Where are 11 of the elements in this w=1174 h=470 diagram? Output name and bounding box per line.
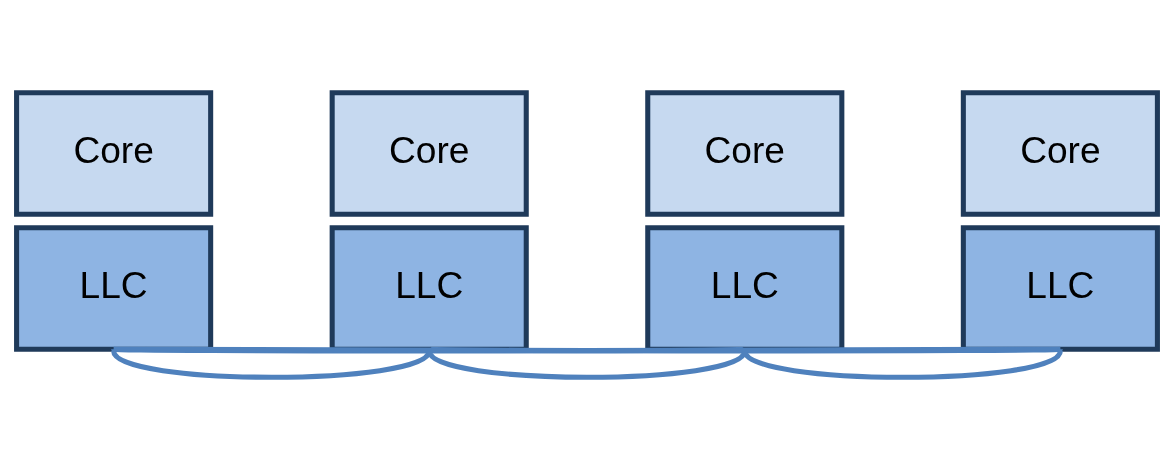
node-box: Core <box>329 90 529 217</box>
node-box: Core <box>960 90 1160 217</box>
node-box: LLC <box>14 225 214 352</box>
node-box: Core <box>14 90 214 217</box>
connector <box>113 346 745 354</box>
node-box: LLC <box>960 225 1160 352</box>
connector <box>742 349 1063 380</box>
node-box: Core <box>645 90 845 217</box>
connector <box>111 349 432 380</box>
connector <box>429 346 1061 354</box>
connector <box>113 346 1061 354</box>
